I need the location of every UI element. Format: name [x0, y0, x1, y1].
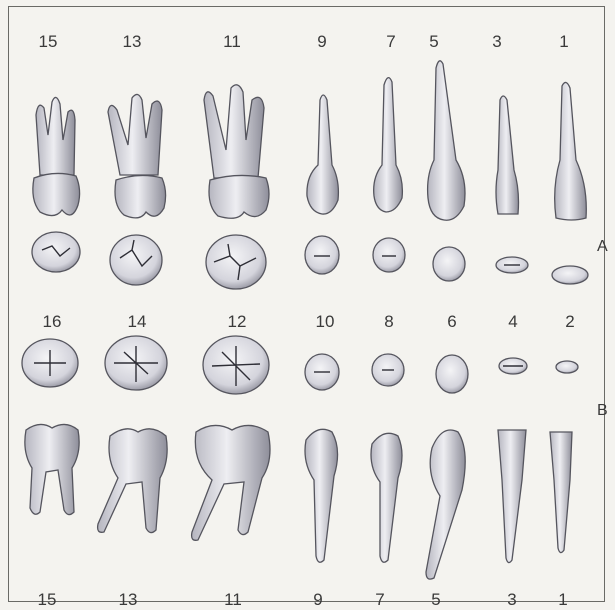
upper-premolar-7-side	[374, 78, 403, 212]
upper-incisor-1-occlusal	[552, 266, 588, 284]
upper-incisor-1-side	[555, 82, 587, 220]
lower-molar-15-side	[25, 424, 79, 514]
upper-premolar-7-occlusal	[373, 238, 405, 272]
upper-incisor-3-side	[496, 96, 519, 214]
upper-canine-5-occlusal	[433, 247, 465, 281]
lower-molar-11-side	[192, 425, 270, 540]
lower-premolar-9-side	[305, 429, 338, 562]
lower-canine-5-side	[426, 430, 465, 579]
lower-premolar-7-side	[371, 433, 402, 562]
upper-molar-13-occlusal	[110, 235, 162, 285]
lower-incisor-3-side	[498, 430, 526, 563]
upper-premolar-9-side	[307, 95, 338, 214]
upper-canine-5-side	[428, 61, 465, 220]
lower-molar-13-side	[98, 429, 168, 533]
lower-canine-6-occlusal	[436, 355, 468, 393]
upper-molar-15-side	[33, 97, 80, 215]
lower-incisor-1-side	[550, 432, 572, 553]
upper-premolar-9-occlusal	[305, 236, 339, 274]
lower-incisor-2-occlusal	[556, 361, 578, 373]
upper-molar-11-side	[204, 85, 269, 218]
upper-molar-13-side	[108, 94, 166, 217]
